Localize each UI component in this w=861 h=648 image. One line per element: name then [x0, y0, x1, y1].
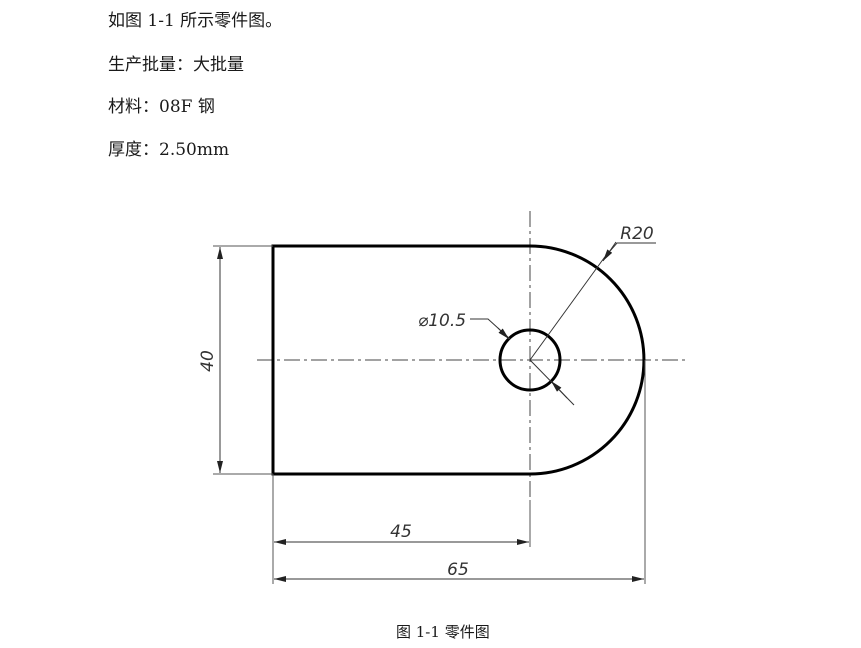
production-batch-text: 生产批量：大批量: [108, 55, 244, 75]
dim-radius-label: R20: [620, 224, 653, 244]
part-profile: [271, 244, 646, 476]
dim-hole-label: ⌀10.5: [418, 311, 466, 331]
diameter-leader: [470, 318, 511, 340]
thickness-text: 厚度：2.50mm: [108, 140, 230, 160]
radius-leader: [529, 242, 656, 361]
dim-45-label: 45: [390, 522, 412, 542]
dimension-lines: [217, 241, 656, 582]
dim-height-label: 40: [198, 350, 218, 372]
material-text: 材料：08F 钢: [108, 97, 215, 117]
hole-circle: [498, 328, 562, 392]
part-outline: [271, 244, 646, 476]
figure-caption: 图 1-1 零件图: [396, 623, 490, 641]
extension-lines: [213, 245, 646, 584]
dim-65-label: 65: [447, 560, 469, 580]
center-lines: [257, 211, 686, 500]
intro-text: 如图 1-1 所示零件图。: [108, 11, 283, 31]
